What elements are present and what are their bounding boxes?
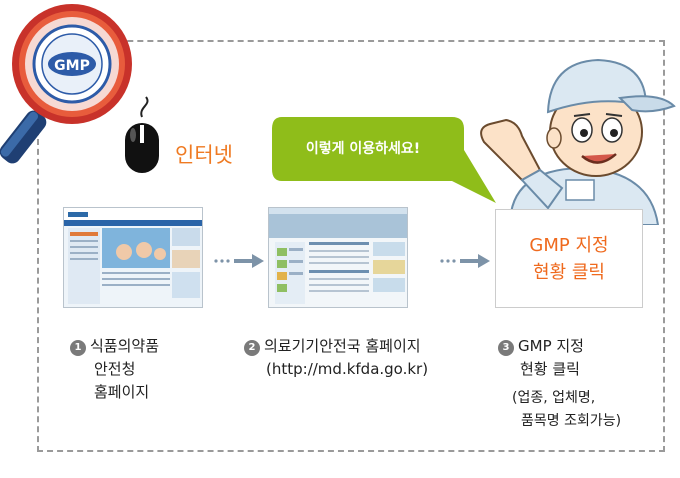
gmp-logo-text: GMP bbox=[54, 58, 90, 74]
step-1-line-1: 식품의약품 bbox=[90, 337, 160, 355]
step-2-title: 의료기기안전국 홈페이지 bbox=[264, 337, 421, 355]
step-1-line-3: 홈페이지 bbox=[94, 383, 150, 401]
homepage-screenshot-image-2 bbox=[269, 208, 407, 304]
step-number-3: 3 bbox=[498, 340, 514, 356]
step-2-url: (http://md.kfda.go.kr) bbox=[266, 360, 429, 378]
magnifier-gmp-icon: GMP bbox=[0, 4, 132, 164]
worker-character-icon bbox=[480, 58, 676, 225]
step-3-note-2: 품목명 조회가능) bbox=[521, 413, 622, 429]
step-3-line-2: 현황 클릭 bbox=[520, 360, 580, 378]
bubble-text: 이렇게 이용하세요! bbox=[305, 141, 421, 157]
step-3-note-1: (업종, 업체명, bbox=[512, 390, 596, 406]
step-3-line-1: GMP 지정 bbox=[518, 337, 584, 355]
kfda-homepage-thumbnail bbox=[63, 207, 203, 308]
step-number-1: 1 bbox=[70, 340, 86, 356]
gmp-status-line2: 현황 클릭 bbox=[533, 261, 605, 283]
arrow-right-icon bbox=[440, 254, 490, 268]
internet-label: 인터넷 bbox=[175, 143, 233, 167]
mouse-icon bbox=[125, 96, 159, 173]
step-number-2: 2 bbox=[244, 340, 260, 356]
gmp-status-line1: GMP 지정 bbox=[529, 234, 609, 256]
homepage-screenshot-image bbox=[64, 208, 202, 304]
step-1-line-2: 안전청 bbox=[94, 360, 136, 378]
md-homepage-thumbnail bbox=[268, 207, 408, 308]
dashed-frame bbox=[37, 40, 665, 452]
gmp-status-box: GMP 지정 현황 클릭 bbox=[495, 209, 643, 308]
speech-bubble bbox=[272, 117, 496, 203]
arrow-right-icon bbox=[214, 254, 264, 268]
